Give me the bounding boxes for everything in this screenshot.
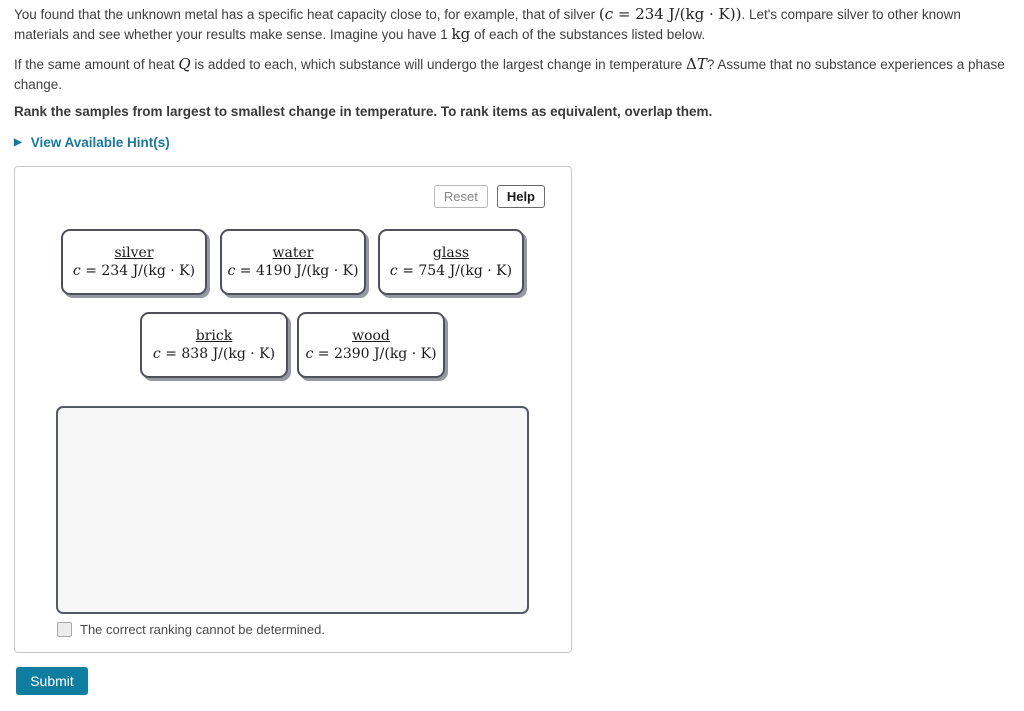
card-name: silver (114, 245, 154, 261)
view-hints-label: View Available Hint(s) (30, 135, 170, 150)
ranking-drop-area[interactable] (56, 406, 529, 614)
rank-card-brick[interactable]: brick c = 838 J/(kg · K) (140, 312, 288, 378)
rank-card-glass[interactable]: glass c = 754 J/(kg · K) (378, 229, 524, 295)
card-formula: c = 4190 J/(kg · K) (227, 263, 359, 279)
problem-statement-2: If the same amount of heat Q is added to… (14, 55, 1005, 92)
card-formula: c = 2390 J/(kg · K) (305, 346, 437, 362)
hint-arrow-icon: ▶ (14, 136, 22, 148)
card-name: glass (432, 245, 470, 261)
card-formula: c = 838 J/(kg · K) (152, 346, 276, 362)
ranking-instruction: Rank the samples from largest to smalles… (14, 104, 713, 119)
card-formula: c = 234 J/(kg · K) (72, 263, 196, 279)
rank-card-wood[interactable]: wood c = 2390 J/(kg · K) (297, 312, 445, 378)
help-button[interactable]: Help (496, 185, 545, 208)
ranking-activity-panel: Reset Help silver c = 234 J/(kg · K) wat… (14, 166, 572, 653)
card-formula: c = 754 J/(kg · K) (389, 263, 513, 279)
reset-button[interactable]: Reset (433, 185, 488, 208)
card-name: water (272, 245, 314, 261)
panel-toolbar: Reset Help (433, 185, 545, 208)
view-hints-link[interactable]: ▶ View Available Hint(s) (14, 135, 170, 150)
problem-statement-1: You found that the unknown metal has a s… (14, 5, 961, 43)
cannot-determine-checkbox[interactable] (57, 622, 72, 637)
card-name: brick (195, 328, 233, 344)
rank-card-silver[interactable]: silver c = 234 J/(kg · K) (61, 229, 207, 295)
cannot-determine-row: The correct ranking cannot be determined… (57, 622, 325, 637)
card-name: wood (352, 328, 390, 344)
cannot-determine-label: The correct ranking cannot be determined… (80, 622, 325, 637)
rank-card-water[interactable]: water c = 4190 J/(kg · K) (220, 229, 366, 295)
submit-button[interactable]: Submit (16, 667, 88, 695)
